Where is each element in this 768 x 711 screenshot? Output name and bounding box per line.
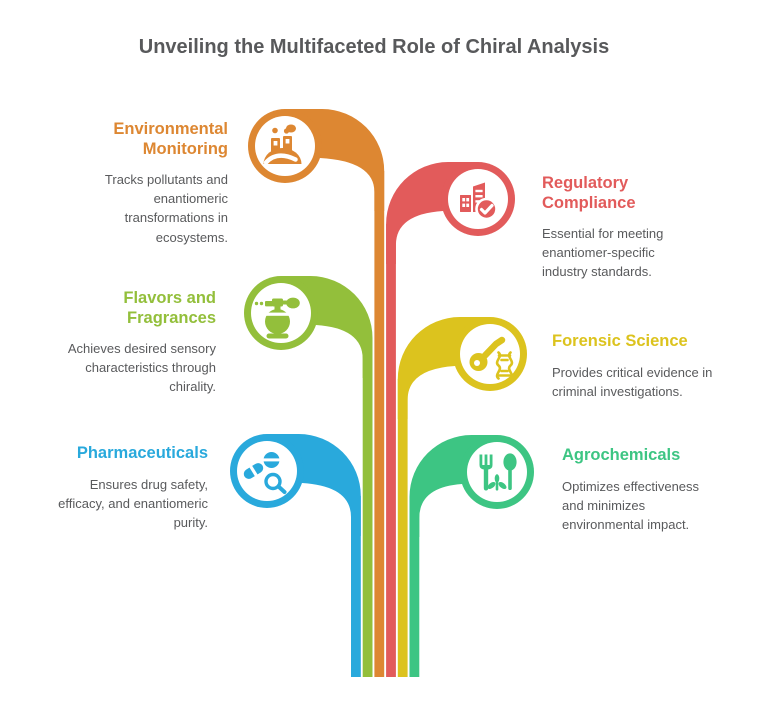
branch-description-agrochemicals: Optimizes effectiveness and minimizes en…: [562, 478, 700, 532]
text-block-pharmaceuticals: Pharmaceuticals Ensures drug safety, eff…: [0, 444, 208, 532]
branch-pharmaceuticals: [230, 434, 361, 536]
branch-heading-flavors: Flavors and Fragrances: [123, 289, 216, 327]
factory-emissions-icon: [263, 124, 302, 165]
branch-forensic: [397, 317, 527, 419]
stem-stripe-flavors: [362, 338, 373, 677]
perfume-atomizer-icon: [254, 297, 300, 339]
building-check-icon: [460, 182, 498, 221]
text-block-agrochemicals: Agrochemicals Optimizes effectiveness an…: [562, 446, 762, 534]
branch-description-regulatory: Essential for meeting enantiomer-specifi…: [542, 226, 664, 280]
text-block-flavors: Flavors and Fragrances Achieves desired …: [0, 289, 216, 397]
stem-stripe-pharmaceuticals: [351, 496, 361, 677]
branch-description-flavors: Achieves desired sensory characteristics…: [67, 341, 216, 395]
magnifier-dna-icon: [469, 336, 514, 380]
branch-heading-agrochemicals: Agrochemicals: [562, 446, 681, 464]
stem-stripes: [351, 171, 420, 677]
branch-regulatory: [386, 162, 515, 264]
branch-description-environmental: Tracks pollutants and enantiomeric trans…: [104, 172, 228, 245]
branch-heading-regulatory: Regulatory Compliance: [542, 174, 636, 212]
branch-environmental: [248, 109, 385, 211]
branch-heading-forensic: Forensic Science: [552, 332, 688, 350]
infographic-title: Unveiling the Multifaceted Role of Chira…: [138, 36, 610, 58]
stem-stripe-regulatory: [386, 224, 396, 677]
stem-stripe-forensic: [397, 379, 408, 677]
text-block-forensic: Forensic Science Provides critical evide…: [552, 332, 762, 401]
branch-description-pharmaceuticals: Ensures drug safety, efficacy, and enant…: [58, 476, 208, 530]
text-block-regulatory: Regulatory Compliance Essential for meet…: [542, 174, 742, 282]
stem-stripe-environmental: [374, 171, 385, 677]
branch-agrochemicals: [409, 435, 534, 537]
branch-heading-pharmaceuticals: Pharmaceuticals: [76, 444, 208, 462]
branch-pharmaceuticals-disc: [237, 441, 297, 501]
branch-flavors: [244, 276, 373, 378]
branch-description-forensic: Provides critical evidence in criminal i…: [552, 364, 713, 399]
branch-agrochemicals-disc: [467, 442, 527, 502]
branch-heading-environmental: Environmental Monitoring: [113, 120, 228, 158]
fork-spoon-plant-icon: [479, 453, 517, 491]
pills-magnifier-icon: [243, 452, 287, 494]
stem-stripe-agrochemicals: [409, 497, 420, 677]
text-block-environmental: Environmental Monitoring Tracks pollutan…: [8, 120, 228, 247]
